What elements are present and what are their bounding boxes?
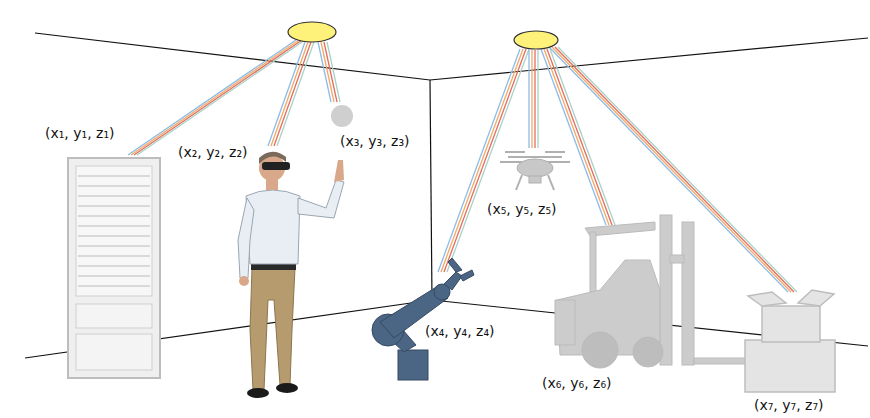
cardboard-box bbox=[745, 290, 835, 392]
coordinate-label: (x₃, y₃, z₃) bbox=[338, 132, 411, 150]
ceiling-light bbox=[514, 31, 558, 49]
server-rack bbox=[68, 158, 160, 378]
coordinate-label: (x₄, y₄, z₄) bbox=[423, 322, 496, 340]
coordinate-label: (x₅, y₅, z₅) bbox=[485, 200, 558, 218]
coordinate-label: (x₆, y₆, z₆) bbox=[540, 374, 613, 392]
light-rays bbox=[128, 40, 797, 292]
coordinate-label: (x₁, y₁, z₁) bbox=[43, 124, 116, 142]
drone bbox=[500, 152, 570, 190]
person-figure bbox=[238, 152, 344, 398]
coordinate-label: (x₂, y₂, z₂) bbox=[176, 143, 249, 161]
sphere-object bbox=[331, 105, 353, 127]
coordinate-label: (x₇, y₇, z₇) bbox=[752, 396, 825, 414]
robot-arm bbox=[372, 258, 474, 380]
ceiling-light bbox=[288, 22, 336, 42]
forklift bbox=[555, 215, 754, 368]
room-lines bbox=[25, 33, 868, 358]
